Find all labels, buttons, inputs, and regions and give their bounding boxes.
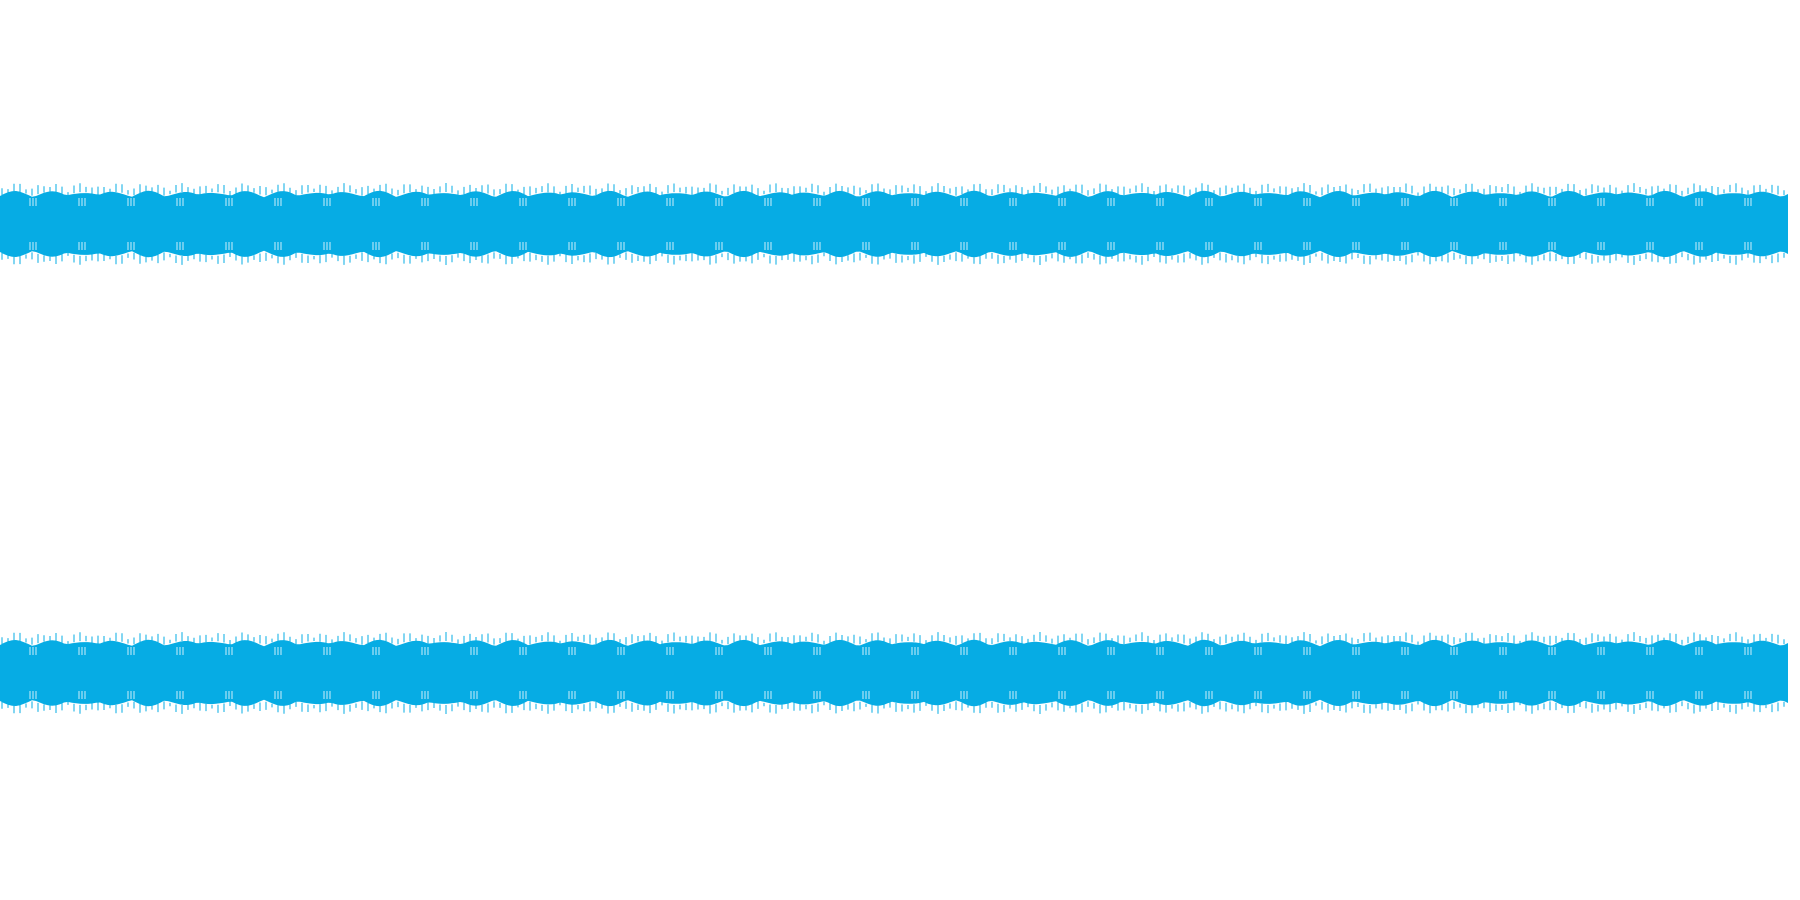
waveform-bands (0, 183, 1788, 714)
waveform-band-top (0, 183, 1788, 265)
waveform-band-bottom (0, 632, 1788, 714)
waveform-band-body (0, 639, 1788, 707)
waveform-band-body (0, 190, 1788, 258)
